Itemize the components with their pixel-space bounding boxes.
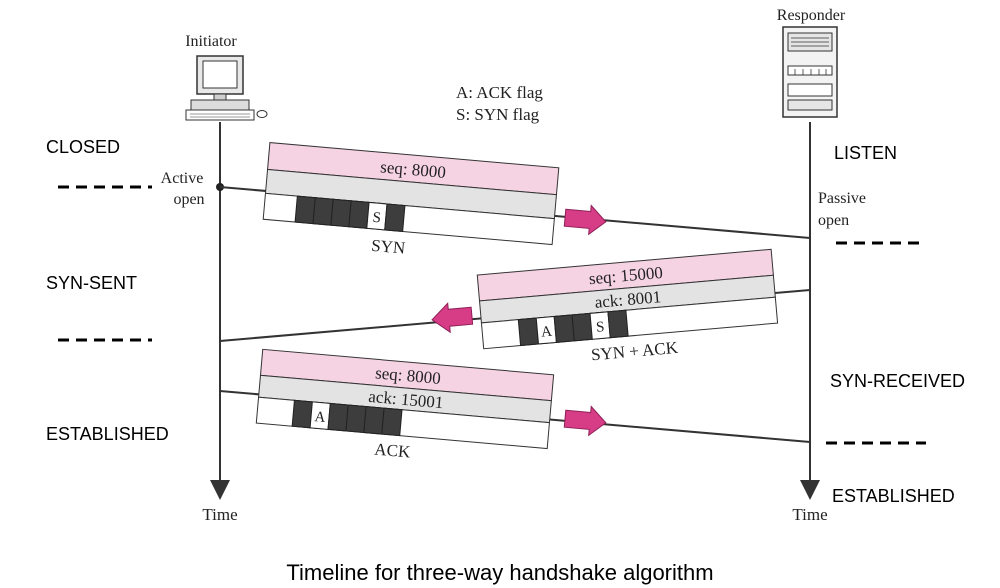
synack-direction-arrow	[431, 302, 474, 334]
state-syn-sent: SYN-SENT	[46, 273, 137, 293]
state-closed: CLOSED	[46, 137, 120, 157]
ack-name-label: ACK	[374, 440, 412, 462]
initiator-computer-icon	[185, 55, 268, 121]
synack-flag-a: A	[540, 324, 552, 341]
syn-segment: seq: 8000 S SYN	[262, 142, 560, 258]
active-open-label-line2: open	[173, 191, 204, 208]
ack-direction-arrow	[563, 405, 607, 437]
state-established-right: ESTABLISHED	[832, 486, 955, 506]
diagram-caption: Timeline for three-way handshake algorit…	[286, 560, 713, 585]
syn-flag-s: S	[372, 210, 382, 227]
syn-name-label: SYN	[371, 236, 407, 258]
state-syn-received: SYN-RECEIVED	[830, 371, 965, 391]
passive-open-label-line1: Passive	[818, 190, 866, 207]
time-label-right: Time	[792, 505, 827, 524]
synack-name-label: SYN + ACK	[590, 338, 679, 365]
passive-open-label-line2: open	[818, 212, 849, 229]
initiator-label: Initiator	[185, 33, 237, 50]
time-label-left: Time	[202, 505, 237, 524]
synack-segment: seq: 15000 ack: 8001 A S SYN + ACK	[476, 248, 779, 365]
syn-direction-arrow	[563, 204, 607, 236]
ack-segment: seq: 8000 ack: 15001 A ACK	[255, 348, 555, 462]
state-established-left: ESTABLISHED	[46, 424, 169, 444]
ack-flag-a: A	[314, 409, 326, 426]
synack-flag-s: S	[595, 319, 605, 336]
responder-server-icon	[782, 26, 838, 118]
legend-ack: A: ACK flag	[456, 83, 543, 102]
legend-syn: S: SYN flag	[456, 105, 540, 124]
state-listen: LISTEN	[834, 143, 897, 163]
active-open-label-line1: Active	[161, 170, 204, 187]
responder-label: Responder	[777, 7, 846, 24]
